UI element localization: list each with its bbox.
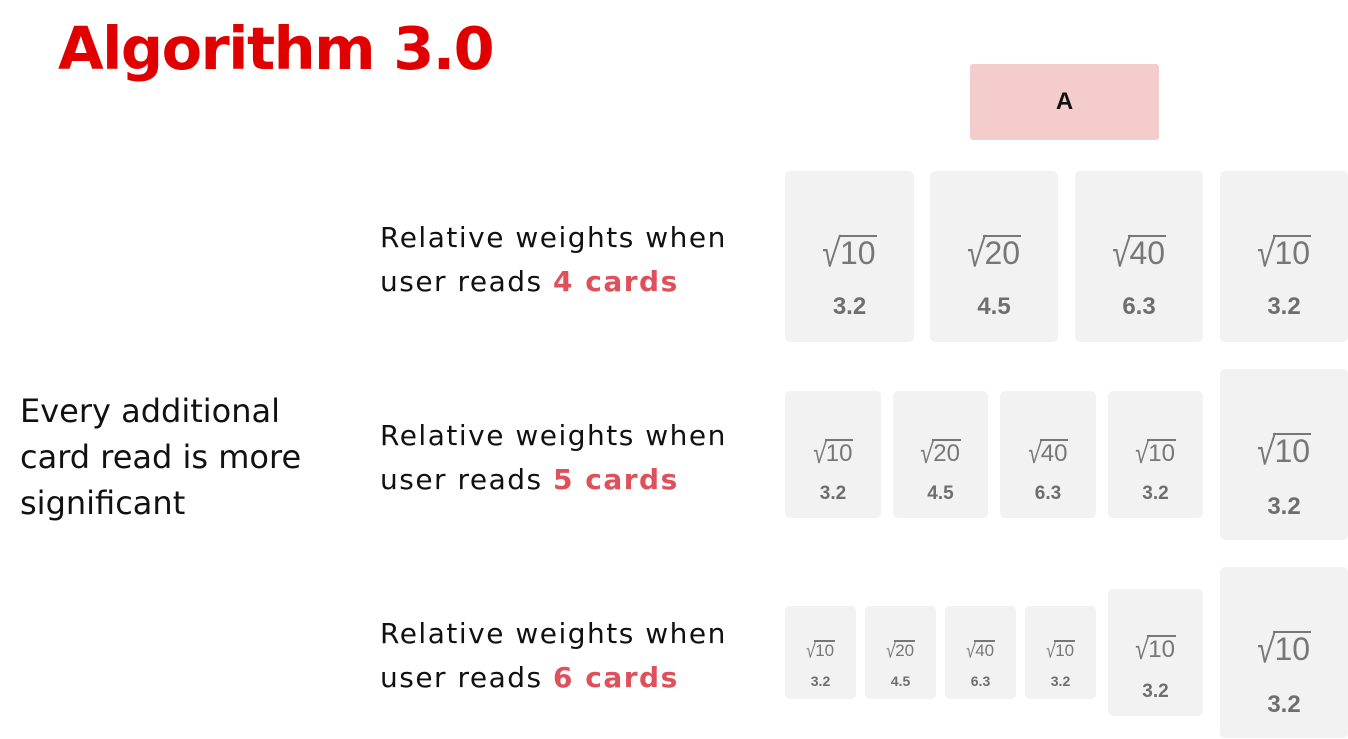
weight-card: √10 3.2: [785, 606, 856, 699]
radicand: 10: [1147, 635, 1176, 663]
weight-card: √40 6.3: [945, 606, 1016, 699]
sqrt-formula: √10: [1220, 230, 1348, 275]
sqrt-formula: √10: [1108, 437, 1203, 470]
weight-card: √10 3.2: [1220, 369, 1348, 540]
sqrt-icon: √: [1255, 626, 1277, 672]
weight-card: √40 6.3: [1075, 171, 1203, 342]
row-label-highlight: 4 cards: [553, 265, 679, 298]
weight-value: 6.3: [1122, 293, 1156, 320]
sqrt-formula: √40: [945, 638, 1016, 663]
weight-value: 6.3: [1034, 483, 1062, 504]
radicand: 10: [1147, 439, 1176, 467]
radicand: 40: [974, 640, 996, 660]
radicand: 40: [1039, 439, 1069, 467]
row-label-text: Relative weights when user reads: [380, 419, 727, 496]
sqrt-formula: √10: [1025, 638, 1096, 663]
weight-value: 3.2: [1142, 483, 1169, 504]
weight-value: 3.2: [1142, 681, 1169, 702]
sqrt-icon: √: [964, 638, 977, 663]
weight-value: 3.2: [810, 673, 831, 689]
sqrt-icon: √: [811, 436, 828, 471]
row-label-6-cards: Relative weights when user reads 6 cards: [380, 612, 760, 700]
weight-value: 3.2: [832, 293, 867, 320]
weight-card: √20 4.5: [865, 606, 936, 699]
weight-card: √10 3.2: [1025, 606, 1096, 699]
weight-value: 4.5: [927, 483, 954, 504]
radicand: 20: [932, 439, 961, 467]
sqrt-formula: √10: [785, 437, 881, 470]
sqrt-formula: √10: [785, 638, 856, 663]
weight-card: √40 6.3: [1000, 391, 1096, 518]
radicand: 10: [824, 439, 854, 467]
row-label-text: Relative weights when user reads: [380, 221, 727, 298]
sqrt-icon: √: [1255, 230, 1277, 276]
sqrt-icon: √: [1255, 428, 1277, 474]
sqrt-formula: √10: [785, 230, 914, 275]
sqrt-formula: √40: [1000, 437, 1096, 470]
radicand: 10: [814, 640, 836, 660]
weight-value: 6.3: [970, 673, 991, 689]
sqrt-icon: √: [1044, 638, 1057, 663]
radicand: 40: [1128, 235, 1167, 271]
weight-value: 3.2: [1267, 493, 1301, 520]
column-header-label: A: [1055, 88, 1074, 115]
page-title: Algorithm 3.0: [58, 14, 495, 83]
row-label-text: Relative weights when user reads: [380, 617, 727, 694]
weight-card: √20 4.5: [893, 391, 988, 518]
sqrt-formula: √10: [1220, 428, 1348, 473]
row-label-5-cards: Relative weights when user reads 5 cards: [380, 414, 760, 502]
weight-card: √10 3.2: [1108, 391, 1203, 518]
radicand: 10: [1054, 640, 1076, 660]
radicand: 20: [983, 235, 1022, 271]
weight-card: √10 3.2: [1108, 589, 1203, 716]
radicand: 10: [1273, 631, 1312, 667]
weight-value: 3.2: [1267, 293, 1301, 320]
weight-value: 4.5: [977, 293, 1011, 320]
radicand: 10: [838, 235, 877, 271]
radicand: 20: [894, 640, 916, 660]
weight-value: 3.2: [1267, 691, 1301, 718]
sqrt-formula: √20: [930, 230, 1058, 275]
weight-value: 3.2: [819, 483, 847, 504]
row-label-highlight: 6 cards: [553, 661, 679, 694]
side-note: Every additional card read is more signi…: [20, 392, 302, 522]
sqrt-icon: √: [804, 638, 817, 663]
radicand: 10: [1273, 235, 1312, 271]
sqrt-icon: √: [1110, 230, 1132, 276]
weight-value: 4.5: [890, 673, 911, 689]
sqrt-icon: √: [965, 230, 987, 276]
sqrt-formula: √20: [865, 638, 936, 663]
weight-card: √10 3.2: [785, 171, 914, 342]
row-label-4-cards: Relative weights when user reads 4 cards: [380, 216, 760, 304]
row-label-highlight: 5 cards: [553, 463, 679, 496]
sqrt-formula: √20: [893, 437, 988, 470]
weight-card: √10 3.2: [1220, 171, 1348, 342]
sqrt-icon: √: [1026, 436, 1043, 471]
sqrt-formula: √10: [1220, 626, 1348, 671]
weight-value: 3.2: [1050, 673, 1071, 689]
radicand: 10: [1273, 433, 1312, 469]
column-header-a: A: [970, 64, 1159, 140]
weight-card: √10 3.2: [1220, 567, 1348, 738]
weight-card: √10 3.2: [785, 391, 881, 518]
sqrt-formula: √10: [1108, 633, 1203, 666]
sqrt-icon: √: [884, 638, 897, 663]
weight-card: √20 4.5: [930, 171, 1058, 342]
sqrt-formula: √40: [1075, 230, 1203, 275]
